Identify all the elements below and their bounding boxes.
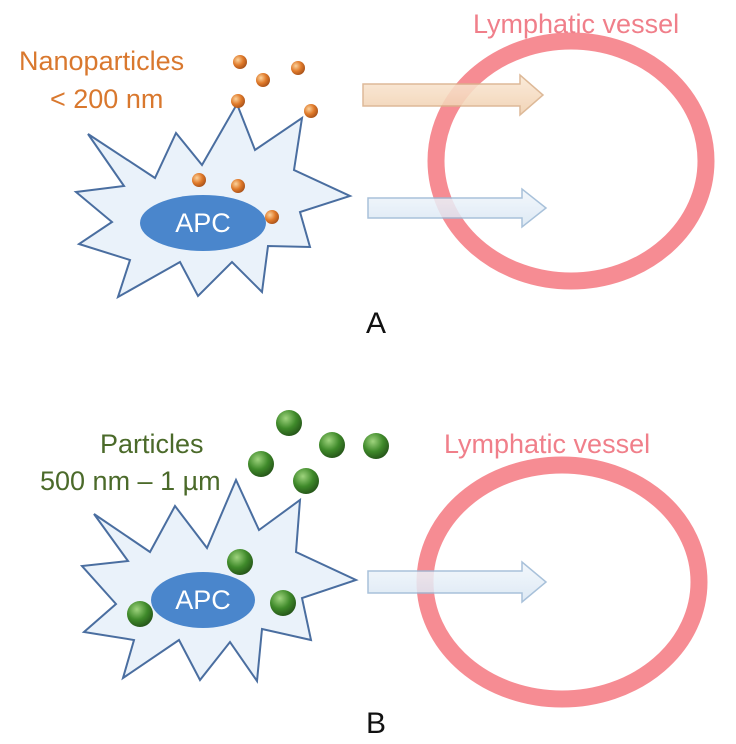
nanoparticle (291, 61, 305, 75)
nanoparticle (233, 55, 247, 69)
arrow-apc-migration-b (367, 560, 548, 604)
lymphatic-vessel-label-b: Lymphatic vessel (444, 429, 650, 459)
lymphatic-vessel-ring-a (427, 32, 715, 290)
microparticle (227, 549, 253, 575)
panel-b: Lymphatic vessel APC Particles 500 nm – … (40, 410, 708, 740)
panel-label-a: A (366, 307, 386, 340)
nanoparticle (231, 179, 245, 193)
apc-label-a: APC (175, 208, 231, 238)
arrow-apc-migration-a (367, 187, 548, 229)
lymphatic-vessel-label-a: Lymphatic vessel (473, 9, 679, 39)
particles-size-label: 500 nm – 1 µm (40, 466, 221, 496)
microparticle (319, 432, 345, 458)
panel-a: Lymphatic vessel APC Nanoparticles < 200… (19, 9, 715, 340)
nanoparticle (304, 104, 318, 118)
nanoparticle (231, 94, 245, 108)
microparticle (248, 451, 274, 477)
microparticle (363, 433, 389, 459)
microparticle (270, 590, 296, 616)
nanoparticles-size-label: < 200 nm (50, 84, 163, 114)
microparticle (276, 410, 302, 436)
nanoparticles-label: Nanoparticles (19, 46, 184, 76)
nanoparticle (265, 210, 279, 224)
apc-label-b: APC (175, 585, 231, 615)
panel-label-b: B (366, 707, 386, 740)
particles-label: Particles (100, 429, 204, 459)
apc-nucleus-b (151, 572, 255, 628)
apc-nucleus-a (140, 195, 266, 251)
microparticle (127, 601, 153, 627)
microparticle (293, 468, 319, 494)
arrow-nanoparticle-drainage (362, 73, 545, 117)
nanoparticle (192, 173, 206, 187)
nanoparticle (256, 73, 270, 87)
